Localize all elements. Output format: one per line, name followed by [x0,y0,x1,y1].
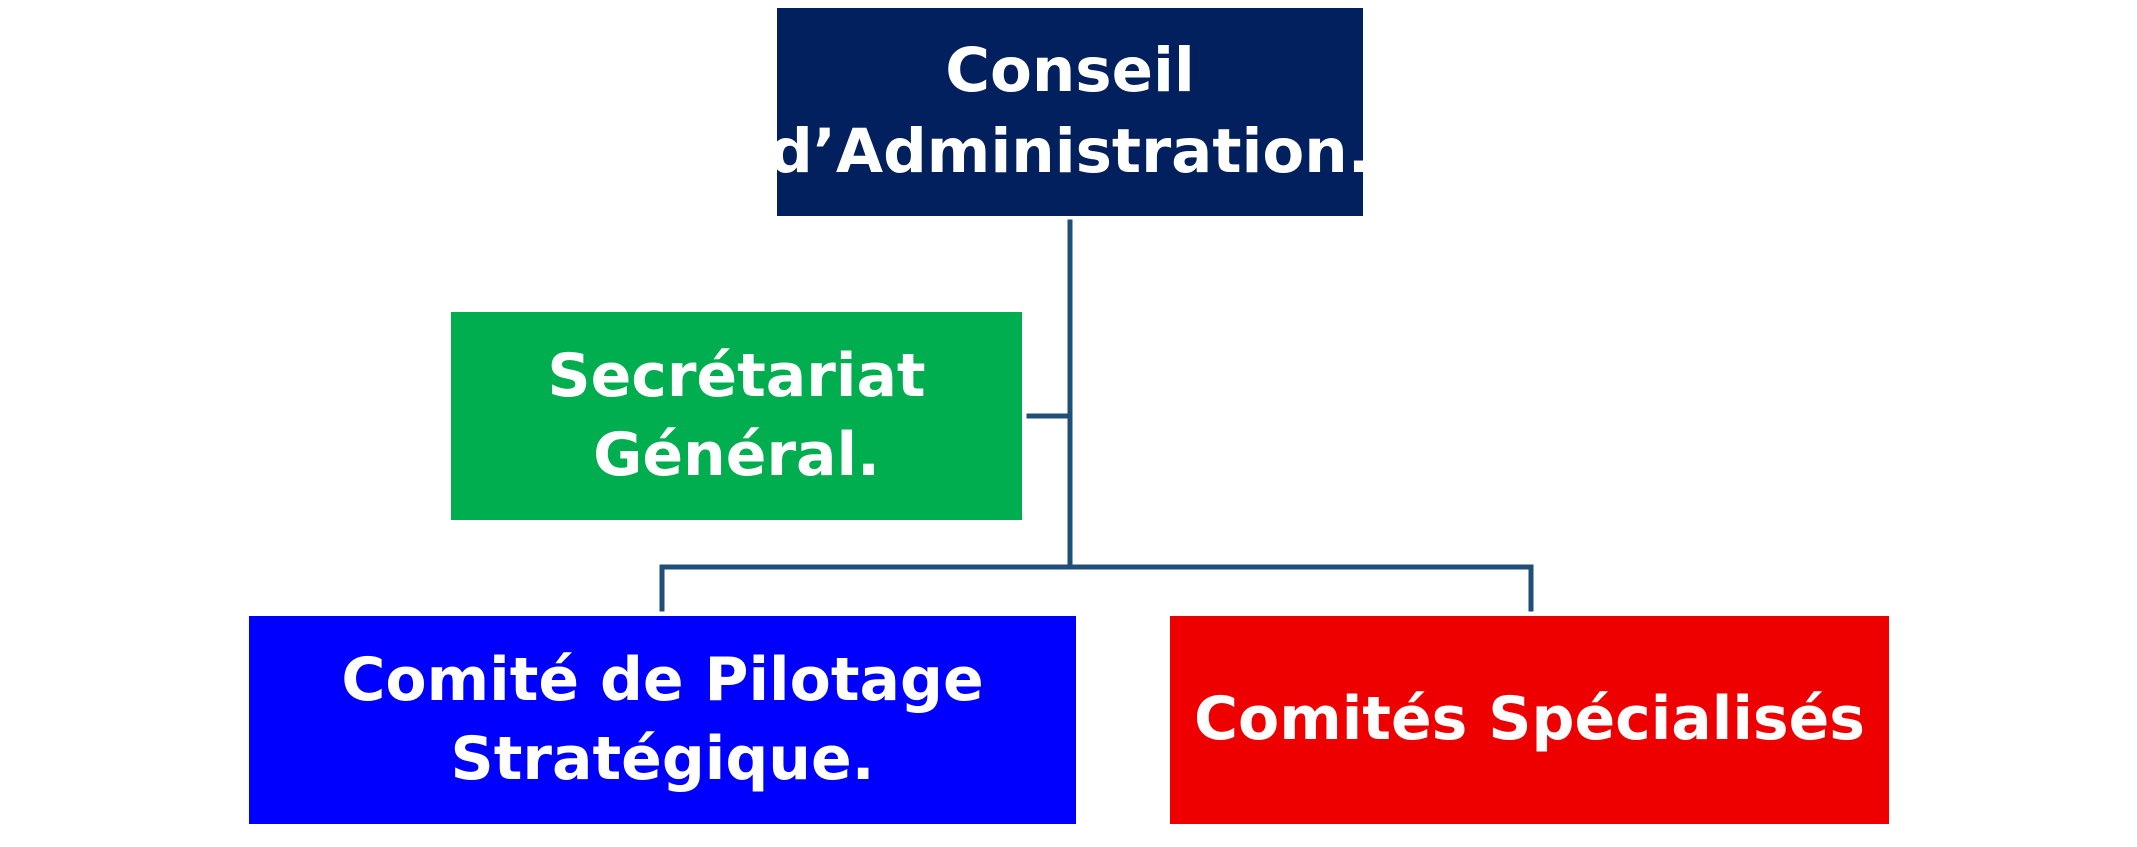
node-comites-specialises: Comités Spécialisés [1170,616,1889,824]
node-label: Comité de Pilotage Stratégique. [341,644,984,794]
node-label: Secrétariat Général. [547,340,926,490]
node-comite-pilotage: Comité de Pilotage Stratégique. [249,616,1076,824]
node-label: Comités Spécialisés [1193,684,1866,755]
node-secretariat-general: Secrétariat Général. [451,312,1022,520]
node-conseil-administration: Conseil d’Administration. [769,8,1371,216]
node-label: Conseil d’Administration. [769,35,1371,187]
